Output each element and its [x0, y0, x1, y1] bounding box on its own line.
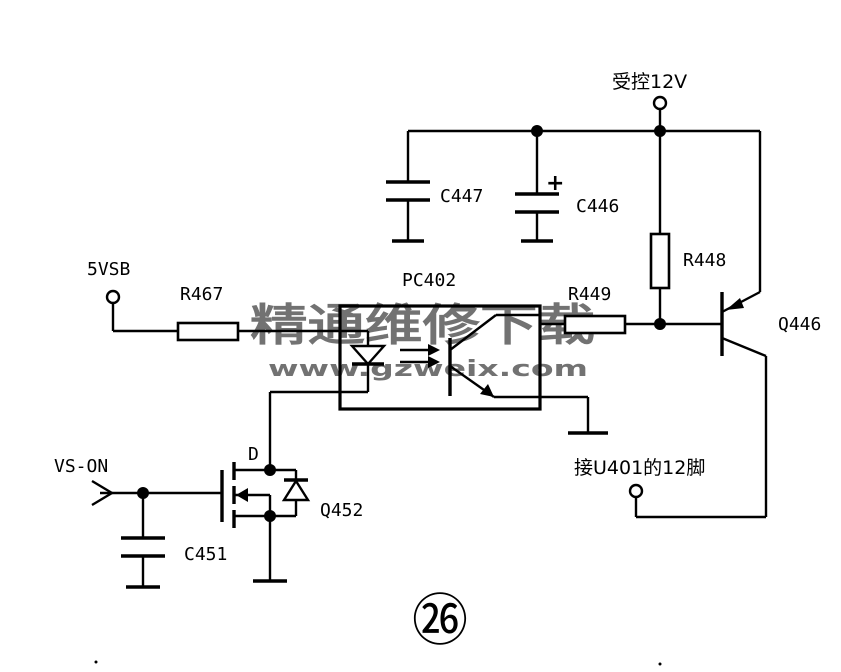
vs-on-input [91, 479, 222, 507]
scan-speck [658, 662, 662, 666]
q452-label: Q452 [320, 500, 363, 521]
junction-dot [264, 464, 276, 476]
u401-pin12-label: 接U401的12脚 [574, 457, 705, 479]
c451-label: C451 [184, 544, 227, 565]
scan-speck [94, 660, 98, 664]
vsb-label: 5VSB [87, 259, 130, 280]
optocoupler-pc402 [338, 304, 542, 411]
led-cathode-wire [268, 390, 340, 470]
pc402-emitter-ground [540, 395, 608, 435]
c446-polarity-mark: + [546, 171, 564, 196]
r448-label: R448 [683, 250, 726, 271]
transistor-q446 [634, 290, 768, 519]
u401-pin12-terminal [628, 483, 644, 499]
c446-label: C446 [576, 196, 619, 217]
vs-on-label: VS-ON [54, 456, 108, 477]
mosfet-q452 [220, 462, 311, 583]
capacitor-c451 [121, 493, 165, 589]
junction-dot [654, 318, 666, 330]
watermark: 精通维修下载 www.gzweix.com [250, 300, 595, 382]
q446-label: Q446 [778, 314, 821, 335]
c447-label: C447 [440, 186, 483, 207]
drain-d-label: D [248, 444, 259, 465]
top-rail-wire [408, 129, 762, 292]
pc402-label: PC402 [402, 270, 456, 291]
r449-label: R449 [568, 284, 611, 305]
resistor-r448 [649, 131, 671, 324]
capacitor-c446 [515, 131, 559, 243]
resistor-r467 [176, 321, 340, 342]
controlled-12v-label: 受控12V [612, 71, 687, 93]
capacitor-c447 [386, 131, 430, 243]
junction-dot [264, 510, 276, 522]
figure-number: ㉖ [412, 589, 468, 654]
r467-label: R467 [180, 284, 223, 305]
resistor-r449 [540, 314, 722, 335]
watermark-text: 精通维修下载 [250, 300, 595, 351]
vsb-terminal [105, 289, 178, 333]
